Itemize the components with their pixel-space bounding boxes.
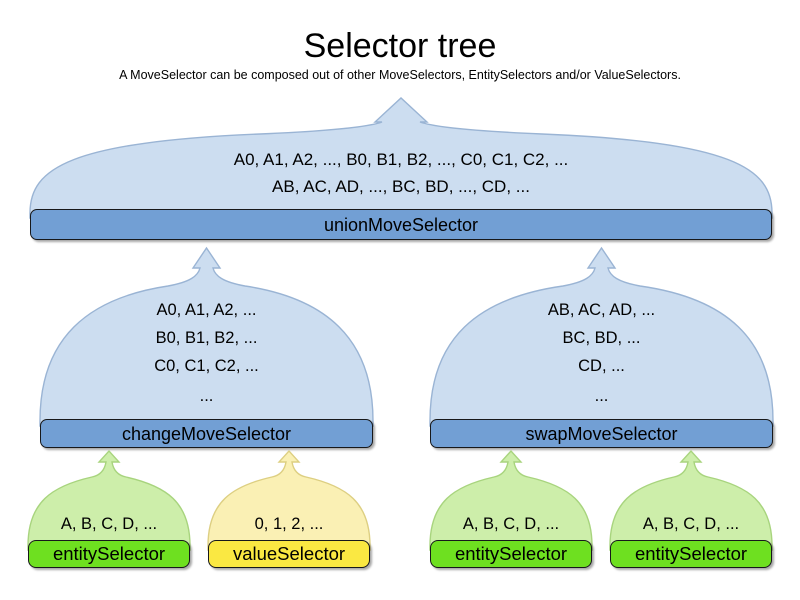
node-change-move-selector[interactable]: A0, A1, A2, ... B0, B1, B2, ... C0, C1, … — [39, 246, 374, 448]
swap-entity-left-dome-arrow-shape — [429, 449, 593, 551]
change-line-2: C0, C1, C2, ... — [154, 357, 259, 375]
node-swap-move-selector[interactable]: AB, AC, AD, ... BC, BD, ... CD, ... ... … — [429, 246, 774, 448]
swap-line-0: AB, AC, AD, ... — [547, 301, 656, 319]
swap-move-selector-bar[interactable]: swapMoveSelector — [430, 419, 773, 448]
union-line-0: A0, A1, A2, ..., B0, B1, B2, ..., C0, C1… — [233, 150, 569, 169]
change-line-3: ... — [199, 387, 214, 405]
change-dome-arrow-shape — [39, 246, 374, 427]
node-swap-entity-selector-left[interactable]: A, B, C, D, ... entitySelector — [429, 449, 593, 568]
change-line-0: A0, A1, A2, ... — [156, 301, 257, 319]
union-move-selector-bar[interactable]: unionMoveSelector — [30, 209, 772, 240]
swap-entity-right-line-0: A, B, C, D, ... — [642, 515, 740, 533]
union-line-1: AB, AC, AD, ..., BC, BD, ..., CD, ... — [272, 177, 530, 196]
swap-entity-left-line-0: A, B, C, D, ... — [462, 515, 560, 533]
page-title: Selector tree — [303, 27, 497, 65]
swap-entity-right-dome-arrow-shape — [609, 449, 773, 551]
entity-selector-bar-swap-left[interactable]: entitySelector — [430, 540, 592, 568]
node-union-move-selector[interactable]: A0, A1, A2, ..., B0, B1, B2, ..., C0, C1… — [29, 96, 773, 241]
union-dome-arrow-shape — [29, 97, 773, 219]
swap-dome-arrow-shape — [429, 246, 774, 427]
value-selector-bar-change[interactable]: valueSelector — [208, 540, 370, 568]
change-line-1: B0, B1, B2, ... — [155, 329, 258, 347]
node-change-entity-selector[interactable]: A, B, C, D, ... entitySelector — [27, 449, 191, 568]
change-value-dome-arrow-shape — [207, 449, 371, 551]
node-swap-entity-selector-right[interactable]: A, B, C, D, ... entitySelector — [609, 449, 773, 568]
swap-line-1: BC, BD, ... — [562, 329, 641, 347]
node-change-value-selector[interactable]: 0, 1, 2, ... valueSelector — [207, 449, 371, 568]
change-move-selector-bar[interactable]: changeMoveSelector — [40, 419, 373, 448]
change-entity-line-0: A, B, C, D, ... — [60, 515, 158, 533]
entity-selector-bar-change[interactable]: entitySelector — [28, 540, 190, 568]
change-entity-dome-arrow-shape — [27, 449, 191, 551]
change-value-line-0: 0, 1, 2, ... — [254, 515, 324, 533]
swap-line-2: CD, ... — [578, 357, 625, 375]
swap-line-3: ... — [594, 387, 609, 405]
page-subtitle: A MoveSelector can be composed out of ot… — [119, 68, 681, 82]
entity-selector-bar-swap-right[interactable]: entitySelector — [610, 540, 772, 568]
